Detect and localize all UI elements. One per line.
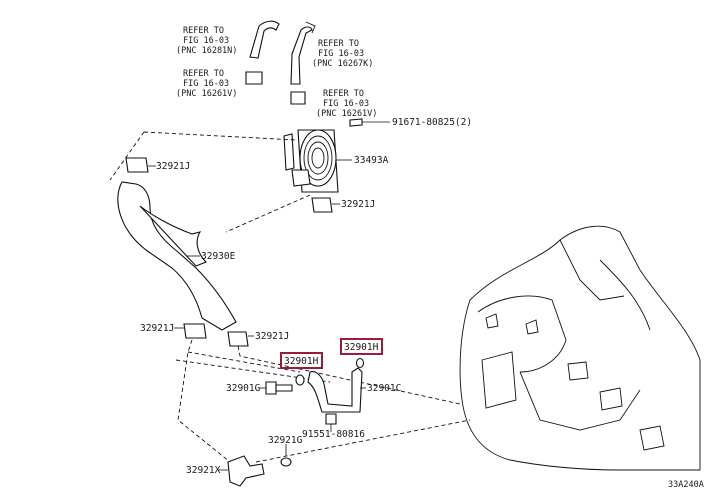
clamp-32921j-right (311, 197, 333, 213)
part-label-32921x: 32921X (186, 465, 221, 476)
part-label-32921j-mid: 32921J (255, 331, 289, 342)
part-label-32921j-top: 32921J (156, 161, 190, 172)
part-label-91671: 91671-80825(2) (392, 117, 472, 128)
ref-line: FIG 16-03 (318, 49, 364, 59)
bolt-32901g-shaft (275, 384, 293, 392)
figure-code: 33A240A (668, 480, 704, 490)
clamp-16261v-left (245, 71, 263, 85)
ref-line: (PNC 16281N) (176, 46, 237, 56)
part-label-32930e: 32930E (201, 251, 236, 262)
elbow-32921x (227, 455, 265, 487)
highlight-box-32901h-left (280, 352, 323, 369)
ref-line: REFER TO (183, 69, 224, 79)
clamp-32921j-top (125, 157, 149, 173)
hose-32930e (117, 181, 237, 331)
hose-16281n (249, 20, 280, 59)
ref-line: (PNC 16267K) (312, 59, 373, 69)
gasket-32921g (280, 457, 292, 467)
assembly-outline-lower (175, 339, 471, 463)
clamp-32921j-mid (227, 331, 249, 347)
hose-16267k-end (305, 21, 316, 34)
ref-label-16261v-right: REFER TO FIG 16-03 (PNC 16261V) (316, 89, 377, 119)
ref-line: FIG 16-03 (183, 36, 229, 46)
ref-line: FIG 16-03 (183, 79, 229, 89)
part-label-32901c: 32901C (367, 383, 401, 394)
part-label-32901h-right: 32901H (344, 342, 379, 353)
clamp-32921j-left (183, 323, 207, 339)
ref-line: (PNC 16261V) (176, 89, 237, 99)
bolt-32901g (265, 381, 277, 395)
part-label-32921g: 32921G (268, 435, 303, 446)
hose-16267k (290, 26, 313, 85)
part-label-32901h-left: 32901H (284, 356, 319, 367)
assembly-outline-upper (109, 131, 311, 233)
bolt-91671 (349, 118, 363, 127)
part-label-32921j-right: 32921J (341, 199, 375, 210)
ref-line: REFER TO (318, 39, 359, 49)
ref-label-16267k: REFER TO FIG 16-03 (PNC 16267K) (312, 39, 373, 69)
ref-label-16281n: REFER TO FIG 16-03 (PNC 16281N) (176, 26, 237, 56)
bolt-91551 (325, 413, 337, 425)
hose-32930e-branch (139, 205, 207, 267)
part-label-32901g: 32901G (226, 383, 261, 394)
ref-line: (PNC 16261V) (316, 109, 377, 119)
oil-cooler-33493a (283, 129, 339, 193)
ref-line: FIG 16-03 (323, 99, 369, 109)
ref-line: REFER TO (323, 89, 364, 99)
pipe-32901c (295, 357, 365, 413)
highlight-box-32901h-right (340, 338, 383, 355)
ref-line: REFER TO (183, 26, 224, 36)
transmission-housing (459, 225, 701, 471)
part-label-91551: 91551-80816 (302, 429, 365, 440)
clamp-16261v-right (290, 91, 306, 105)
ref-label-16261v-left: REFER TO FIG 16-03 (PNC 16261V) (176, 69, 237, 99)
part-label-32921j-left: 32921J (140, 323, 174, 334)
part-label-33493a: 33493A (354, 155, 389, 166)
